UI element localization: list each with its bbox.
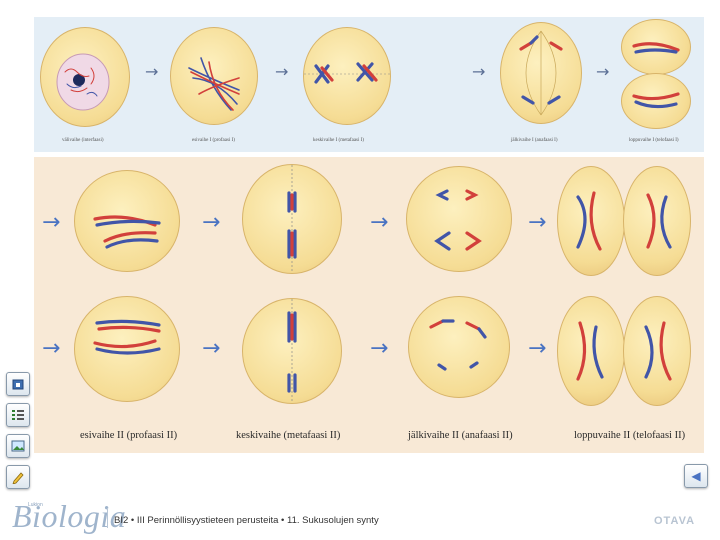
bottom-arrow-5: →: [42, 336, 61, 361]
metaphase-ii-cell-2: [242, 298, 342, 404]
telophase-ii-daughter-2a: [557, 296, 625, 406]
telophase-ii-cells-2: [557, 296, 691, 406]
bottom-arrow-2: →: [202, 210, 221, 235]
telophase-ii-cells-1: [557, 166, 691, 276]
footer-divider: [107, 508, 108, 528]
publisher-logo: OTAVA: [654, 515, 696, 527]
anaphase-ii-1-chromosomes: [434, 189, 482, 251]
caption-anaphase-i: jälkivaihe I (anafaasi I): [511, 138, 558, 143]
anaphase-i-cell: [500, 22, 582, 124]
telophase-ii-1a-chromosomes: [576, 191, 602, 251]
caption-telophase-i: loppuvaihe I (telofaasi I): [629, 138, 679, 143]
notes-button[interactable]: [6, 465, 30, 489]
caption-anaphase-ii: jälkivaihe II (anafaasi II): [408, 430, 513, 441]
top-arrow-3: →: [472, 62, 486, 81]
caption-metaphase-ii: keskivaihe (metafaasi II): [236, 430, 341, 441]
telophase-i-daughter-bottom: [621, 73, 691, 129]
metaphase-ii-1-chromosomes: [287, 165, 297, 273]
caption-metaphase-i: keskivaihe I (metafaasi I): [313, 138, 364, 143]
telophase-ii-daughter-1a: [557, 166, 625, 276]
telophase-i-bottom-chromosomes: [632, 92, 680, 109]
image-button[interactable]: [6, 434, 30, 458]
interphase-nucleus: [56, 53, 110, 111]
prophase-ii-cell-2: [74, 296, 180, 402]
home-button[interactable]: [6, 372, 30, 396]
telophase-ii-2b-chromosomes: [644, 321, 672, 381]
bottom-arrow-7: →: [370, 336, 389, 361]
metaphase-i-chromosomes: [304, 62, 390, 84]
prophase-ii-1-chromosomes: [93, 215, 161, 249]
metaphase-i-cell: [303, 27, 391, 125]
telophase-i-daughter-top: [621, 19, 691, 75]
caption-prophase-i: esivaihe I (profaasi I): [192, 138, 235, 143]
biologia-logo: Biologia: [12, 498, 127, 534]
pencil-icon: [12, 472, 24, 484]
bottom-arrow-3: →: [370, 210, 389, 235]
contents-button[interactable]: [6, 403, 30, 427]
bottom-arrow-4: →: [528, 210, 547, 235]
telophase-i-cells: [621, 19, 691, 129]
prophase-ii-cell-1: [74, 170, 180, 272]
anaphase-ii-cell-2: [408, 296, 510, 398]
anaphase-i-spindle: [519, 30, 563, 116]
caption-telophase-ii: loppuvaihe II (telofaasi II): [574, 430, 686, 441]
anaphase-ii-cell-1: [406, 166, 512, 272]
top-arrow-2: →: [275, 62, 289, 81]
top-arrow-1: →: [145, 62, 159, 81]
caption-interphase: välivaihe (interfaasi): [62, 138, 104, 143]
caption-prophase-ii: esivaihe II (profaasi II): [80, 430, 178, 441]
prophase-i-cell: [170, 27, 258, 125]
telophase-ii-2a-chromosomes: [576, 321, 604, 381]
telophase-i-top-chromosomes: [632, 42, 680, 54]
triangle-left-icon: ◀: [691, 469, 701, 483]
metaphase-ii-cell-1: [242, 164, 342, 274]
image-icon: [11, 440, 25, 452]
home-icon: [12, 379, 24, 390]
logo-prefix: Lukion: [28, 502, 43, 508]
telophase-ii-daughter-2b: [623, 296, 691, 406]
back-button[interactable]: ◀: [684, 464, 708, 488]
bottom-arrow-8: →: [528, 336, 547, 361]
metaphase-ii-2-chromosomes: [287, 299, 297, 403]
prophase-ii-2-chromosomes: [93, 319, 161, 355]
prophase-i-chromosomes: [188, 57, 240, 111]
bottom-arrow-1: →: [42, 210, 61, 235]
anaphase-ii-2-chromosomes: [429, 319, 487, 371]
telophase-ii-daughter-1b: [623, 166, 691, 276]
top-arrow-4: →: [596, 62, 610, 81]
interphase-cell: [40, 27, 130, 127]
telophase-ii-1b-chromosomes: [646, 193, 672, 249]
bottom-arrow-6: →: [202, 336, 221, 361]
list-icon: [12, 410, 24, 420]
course-breadcrumb: BI2 • III Perinnöllisyystieteen perustei…: [114, 515, 379, 526]
